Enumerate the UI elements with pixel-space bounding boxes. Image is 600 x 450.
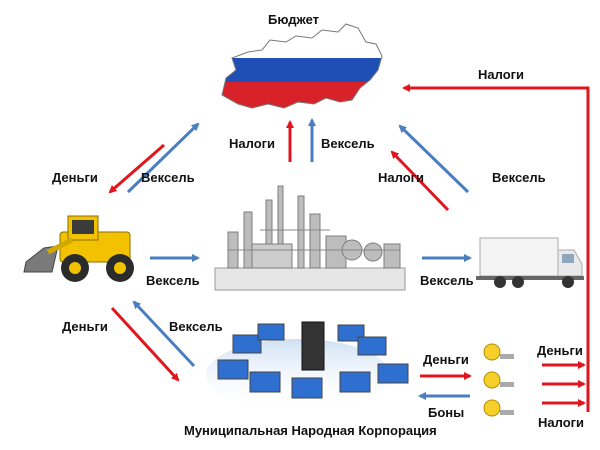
taxes-top-right-label: Налоги (478, 67, 525, 82)
bill-left-top-label: Вексель (141, 170, 195, 185)
money-people-label: Деньги (423, 352, 469, 367)
taxes-center-label: Налоги (229, 136, 276, 151)
money-left-low-label: Деньги (62, 319, 108, 334)
wheel-loader-icon (23, 215, 134, 282)
bill-left-mid-label: Вексель (146, 273, 200, 288)
refinery-icon (214, 185, 406, 291)
taxes-right-mid-label: Налоги (378, 170, 425, 185)
bonds-people-label: Боны (428, 405, 465, 420)
money-far-right-label: Деньги (537, 343, 583, 358)
russia-flag-map-icon (221, 23, 383, 109)
truck-icon (476, 237, 584, 288)
money-left-top-label: Деньги (52, 170, 98, 185)
taxes-far-right-label: Налоги (538, 415, 585, 430)
bill-right-mid-label: Вексель (492, 170, 546, 185)
bill-center-label: Вексель (321, 136, 375, 151)
smiley-user-icon (483, 343, 514, 417)
bill-right-low-label: Вексель (420, 273, 474, 288)
computer-network-icon (206, 321, 409, 411)
bill-left-low-label: Вексель (169, 319, 223, 334)
budget-label: Бюджет (268, 12, 319, 27)
corporation-label: Муниципальная Народная Корпорация (184, 423, 437, 438)
